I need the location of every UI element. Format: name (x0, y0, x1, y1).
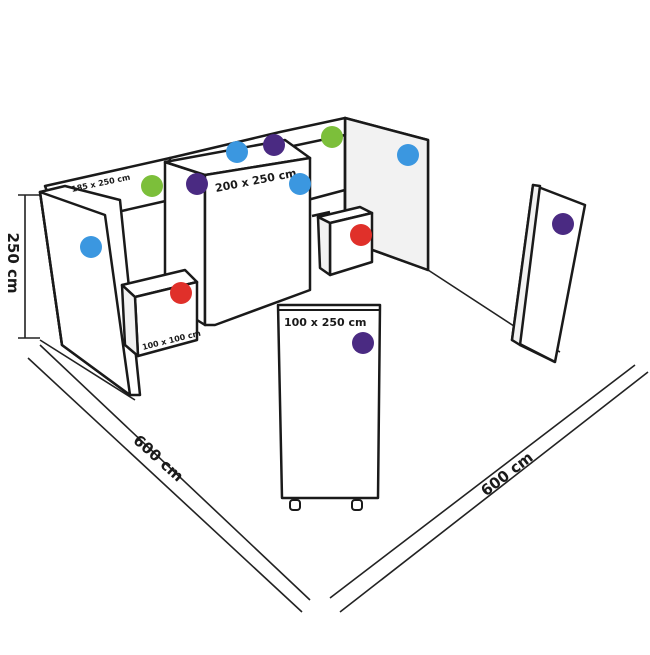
blue-light-marker (80, 236, 102, 258)
purple-light-marker (352, 332, 374, 354)
front-panel-label: 100 x 250 cm (284, 316, 367, 329)
purple-light-marker (186, 173, 208, 195)
height-dimension-label: 250 cm (4, 232, 22, 293)
purple-light-marker (552, 213, 574, 235)
green-light-marker (141, 175, 163, 197)
dimension-lines (18, 194, 649, 613)
width-dimension-label: 600 cm (477, 448, 536, 500)
depth-dimension-label: 600 cm (130, 431, 187, 485)
blue-light-marker (397, 144, 419, 166)
blue-light-marker (289, 173, 311, 195)
light-markers (80, 126, 574, 354)
green-light-marker (321, 126, 343, 148)
red-light-marker (170, 282, 192, 304)
front-panel (276, 303, 382, 511)
right-standing-panel (510, 183, 587, 364)
left-wall (38, 184, 142, 397)
purple-light-marker (263, 134, 285, 156)
blue-light-marker (226, 141, 248, 163)
red-light-marker (350, 224, 372, 246)
